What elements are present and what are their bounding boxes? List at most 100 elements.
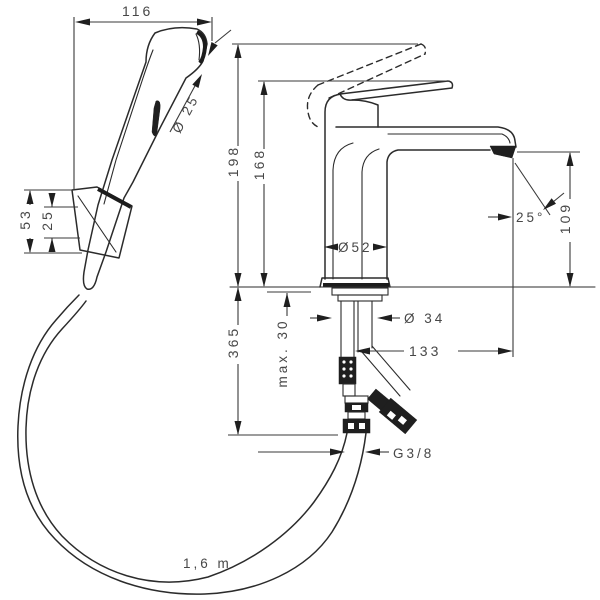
union-tube [342, 383, 356, 397]
arrow-down [234, 273, 242, 287]
hose-length-label: 1,6 m [183, 556, 232, 571]
dim-label-198: 198 [225, 145, 241, 177]
dimension-holder-25: 25 [39, 193, 80, 252]
sprayer-face-line [195, 33, 201, 61]
raised-lever-base [306, 84, 322, 129]
dim-label-25deg: 25° [516, 210, 545, 225]
arrow-to-vertical [498, 213, 512, 221]
arrow-down [566, 273, 574, 287]
arrow-up [234, 287, 242, 301]
arrow-up [260, 81, 268, 95]
raised-lever-tip [420, 43, 427, 55]
hose-union-stack [342, 383, 371, 434]
arrow-up [234, 44, 242, 58]
angle-ray [514, 162, 551, 216]
dimension-spray-angle: 25° [488, 158, 565, 357]
sprayer-inner-line [103, 49, 154, 205]
label-hose-length: 1,6 m [183, 556, 232, 571]
dim-label-o25: Ø 25 [169, 92, 202, 135]
holder-rim-band [97, 187, 132, 209]
arrow-right [498, 347, 513, 355]
arrow-right [377, 314, 392, 322]
dim-line-lower [169, 83, 197, 133]
arrow-right [197, 18, 212, 26]
body-inner-line-right [361, 148, 380, 280]
body-inner-line-left [332, 142, 354, 280]
dim-label-25: 25 [39, 209, 55, 231]
arrow-up [566, 152, 574, 166]
union-nut-lower [342, 418, 371, 434]
arrow-left [330, 448, 345, 456]
dimension-168: 168 [251, 80, 450, 287]
arrow-to-ray [543, 198, 556, 210]
dimension-max-mounting: max. 30 [267, 291, 311, 388]
hose-outer-edge [17, 294, 367, 595]
arrow-right [365, 448, 380, 456]
dimension-133: 133 [355, 343, 513, 359]
supply-hose-edge1 [361, 351, 401, 397]
arrow-down [260, 273, 268, 287]
sprayer-button [151, 100, 161, 137]
dim-label-133: 133 [409, 343, 441, 359]
aerator [489, 145, 517, 159]
dim-label-109: 109 [557, 202, 573, 234]
holder-seam [77, 195, 117, 253]
union-collar [344, 395, 369, 404]
arrow-upper [208, 42, 218, 56]
supply-hose-connector [361, 345, 418, 435]
dim-label-g38: G3/8 [393, 446, 434, 461]
dim-label-o34: Ø 34 [404, 311, 445, 326]
crimp-dots [342, 360, 353, 378]
dim-label-168: 168 [251, 148, 267, 180]
arrow-down [234, 421, 242, 435]
hose-crimp-block [338, 356, 357, 385]
shower-hose [17, 294, 367, 595]
hand-sprayer [82, 26, 208, 290]
holder-outline [71, 186, 133, 259]
supply-nut-slot-1 [386, 410, 396, 420]
supply-nut-slot-2 [397, 415, 407, 425]
arrow-up [283, 293, 291, 307]
dim-label-max30: max. 30 [275, 318, 290, 387]
arrow-up-to-bottom [48, 238, 56, 252]
union-nut-upper-slot [352, 405, 361, 410]
supply-nut-2 [378, 397, 418, 435]
arrow-left [324, 243, 338, 251]
handle-lever [339, 80, 454, 101]
base-flange [319, 277, 391, 288]
body-upper-right [351, 99, 379, 128]
dim-label-116: 116 [122, 3, 153, 19]
spout-top-edge [335, 126, 517, 148]
dimension-109: 109 [517, 151, 580, 287]
spout-underside [386, 149, 491, 280]
union-nut-lower-slot2 [359, 423, 365, 429]
arrow-down-to-top [48, 193, 56, 207]
dim-label-o52: Ø52 [338, 240, 373, 255]
dim-label-365: 365 [225, 326, 241, 358]
arrow-up [26, 190, 34, 204]
dim-line-upper [214, 29, 232, 44]
handle-raised-dashed [306, 43, 427, 129]
supply-hose-edge2 [371, 345, 411, 391]
arrow-left [317, 314, 332, 322]
dimension-base-diameter: Ø52 [324, 240, 387, 255]
dimension-thread: G3/8 [258, 446, 434, 461]
union-nut-lower-slot1 [348, 423, 354, 429]
faucet [229, 43, 596, 435]
dimension-sprayer-diameter: Ø 25 [169, 29, 232, 136]
raised-lever-top [317, 43, 422, 86]
wall-holder [71, 186, 133, 259]
union-neck [347, 411, 366, 420]
arrow-left [355, 347, 370, 355]
dimension-shank-diameter: Ø 34 [310, 311, 445, 326]
dimension-116: 116 [73, 3, 213, 190]
body-left-edge [324, 93, 342, 280]
dimension-holder-53: 53 [17, 189, 82, 254]
washer-2 [337, 294, 383, 302]
hose-inner-edge [25, 300, 348, 583]
spout-chamfer-line [387, 133, 511, 144]
dim-label-53: 53 [17, 208, 33, 230]
sprayer-face-band [195, 30, 208, 65]
